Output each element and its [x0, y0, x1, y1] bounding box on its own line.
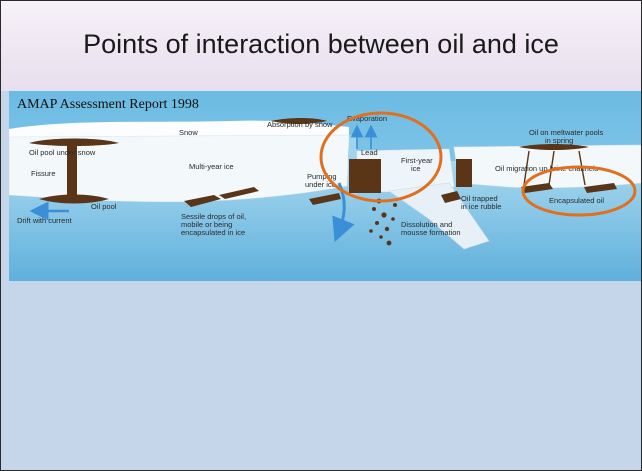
highlight-encapsulated-oil [521, 165, 637, 217]
oil-pool [39, 194, 109, 204]
diagram-canvas: Snow Absorption by snow Evaporation Lead… [9, 91, 641, 281]
sessile-drop-2 [219, 187, 259, 199]
absorption-by-snow-oil [271, 118, 327, 124]
label-multi-year-ice: Multi-year ice [189, 162, 234, 171]
label-oil-on-meltwater-1: Oil on meltwater pools [529, 128, 603, 137]
label-first-year-ice-1: First-year [401, 156, 433, 165]
sessile-drop-1 [184, 195, 221, 207]
snow-layer [9, 120, 349, 139]
pumping-arrow [332, 182, 355, 243]
label-encapsulated-oil: Encapsulated oil [549, 196, 604, 205]
encapsulated-oil-drop-1 [521, 183, 553, 193]
label-sessile-2: mobile or being [181, 220, 232, 229]
first-year-oil-block [456, 159, 472, 187]
meltwater-oil-pool [519, 144, 589, 150]
ice-rubble [388, 182, 490, 250]
label-oil-on-meltwater-2: in spring [545, 136, 573, 145]
label-drift-with-current: Drift with current [17, 216, 73, 225]
label-oil-pool: Oil pool [91, 202, 117, 211]
slide-title: Points of interaction between oil and ic… [83, 29, 559, 59]
label-sessile-3: encapsulated in ice [181, 228, 245, 237]
right-ice-floe [453, 144, 641, 189]
label-fissure: Fissure [31, 169, 56, 178]
lead-oil-block [349, 159, 381, 193]
label-pumping-1: Pumping [307, 172, 337, 181]
label-dissolution-2: mousse formation [401, 228, 461, 237]
pumping-oil [309, 193, 341, 205]
brine-channel-1 [523, 150, 530, 186]
label-lead: Lead [361, 148, 378, 157]
label-evaporation: Evaporation [347, 114, 387, 123]
label-oil-migration: Oil migration up brine channels [495, 164, 599, 173]
label-dissolution-1: Dissolution and [401, 220, 452, 229]
label-snow: Snow [179, 128, 198, 137]
oil-trapped-rubble [441, 191, 461, 203]
label-oil-trapped-1: Oil trapped [461, 194, 498, 203]
fissure-oil [67, 145, 77, 197]
label-first-year-ice-2: ice [411, 164, 421, 173]
label-absorption-by-snow: Absorption by snow [267, 120, 333, 129]
oil-pool-under-snow [29, 138, 119, 146]
label-pumping-2: under ice [305, 180, 336, 189]
highlight-evaporation-lead [319, 111, 443, 203]
figure-credit: AMAP Assessment Report 1998 [17, 97, 199, 112]
label-oil-trapped-2: in ice rubble [461, 202, 501, 211]
oil-ice-diagram: Snow Absorption by snow Evaporation Lead… [9, 91, 641, 281]
brine-channel-2 [548, 150, 555, 186]
label-oil-pool-under-snow: Oil pool under snow [29, 148, 96, 157]
label-sessile-1: Sessile drops of oil, [181, 212, 246, 221]
title-band: Points of interaction between oil and ic… [1, 1, 641, 91]
encapsulated-oil-drop-2 [584, 183, 617, 193]
